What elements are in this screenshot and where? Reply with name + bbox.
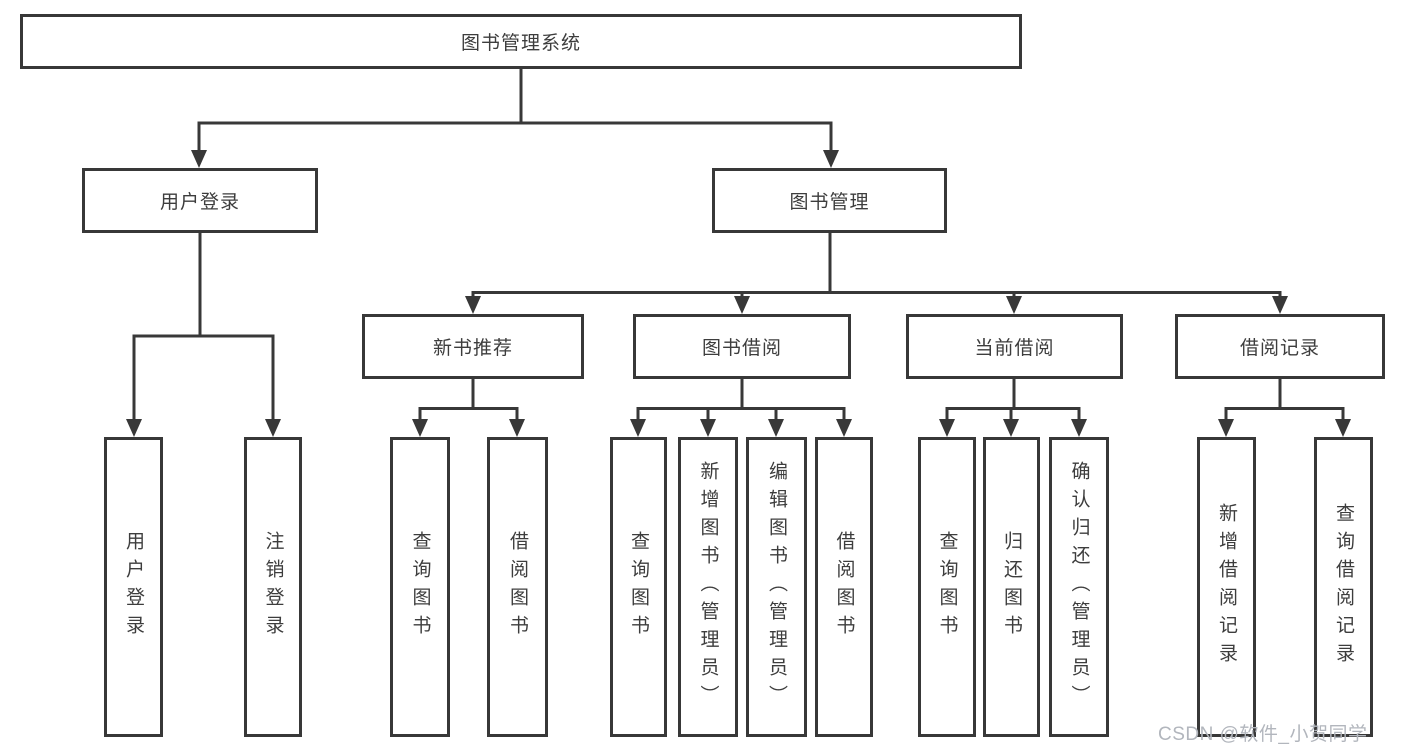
arrow-down-icon	[1218, 419, 1351, 437]
node-label: 确认归还（管理员）	[1068, 461, 1090, 713]
arrow-down-icon	[191, 150, 839, 168]
node-logout: 注销登录	[244, 437, 302, 737]
arrow-down-icon	[630, 419, 852, 437]
node-label: 用户登录	[159, 192, 240, 213]
connector-user-login-children	[126, 233, 281, 437]
node-borrow-records: 借阅记录	[1175, 314, 1385, 379]
node-label: 新书推荐	[432, 338, 513, 359]
node-nb-query-books: 查询图书	[390, 437, 450, 737]
node-label: 当前借阅	[974, 338, 1055, 359]
node-cb-confirm-return: 确认归还（管理员）	[1049, 437, 1109, 737]
arrow-down-icon	[939, 419, 1087, 437]
node-br-query-record: 查询借阅记录	[1314, 437, 1373, 737]
watermark: CSDN @软件_小贺同学	[1158, 724, 1368, 745]
node-book-mgmt: 图书管理	[712, 168, 947, 233]
node-nb-borrow-books: 借阅图书	[487, 437, 548, 737]
node-label: 查询图书	[936, 531, 958, 643]
node-label: 编辑图书（管理员）	[766, 461, 787, 713]
connector-book-borrow-children	[630, 379, 852, 437]
node-label: 图书管理	[789, 192, 870, 213]
arrow-down-icon	[412, 419, 525, 437]
node-bb-edit-books: 编辑图书（管理员）	[746, 437, 807, 737]
connector-line	[945, 379, 1081, 419]
node-label: 用户登录	[123, 531, 144, 643]
connector-root-to-level2	[191, 69, 839, 168]
connector-book-mgmt-to-level3	[465, 233, 1288, 314]
connector-line	[471, 233, 1282, 296]
connector-line	[418, 379, 519, 419]
node-label: 查询借阅记录	[1333, 503, 1354, 671]
node-label: 借阅图书	[507, 531, 528, 643]
connector-line	[197, 69, 833, 150]
node-login: 用户登录	[104, 437, 163, 737]
connector-line	[1224, 379, 1345, 419]
node-label: 查询图书	[409, 531, 431, 643]
node-label: 新增借阅记录	[1216, 503, 1237, 671]
node-user-login: 用户登录	[82, 168, 318, 233]
node-label: 归还图书	[1001, 531, 1022, 643]
connector-current-borrow-children	[939, 379, 1087, 437]
node-label: 图书管理系统	[460, 33, 581, 54]
connector-new-books-children	[412, 379, 525, 437]
arrow-down-icon	[465, 296, 1288, 314]
node-br-add-record: 新增借阅记录	[1197, 437, 1256, 737]
connector-line	[132, 233, 275, 419]
node-label: 图书借阅	[701, 338, 782, 359]
node-new-books: 新书推荐	[362, 314, 584, 379]
connector-line	[636, 379, 846, 419]
node-label: 新增图书（管理员）	[697, 461, 719, 713]
node-current-borrow: 当前借阅	[906, 314, 1123, 379]
node-bb-borrow-books: 借阅图书	[815, 437, 873, 737]
arrow-down-icon	[126, 419, 281, 437]
node-bb-add-books: 新增图书（管理员）	[678, 437, 738, 737]
node-label: 注销登录	[262, 531, 284, 643]
connector-borrow-records-children	[1218, 379, 1351, 437]
node-root: 图书管理系统	[20, 14, 1022, 69]
node-label: 查询图书	[628, 531, 649, 643]
node-label: 借阅记录	[1239, 338, 1320, 359]
node-cb-query-books: 查询图书	[918, 437, 976, 737]
node-label: 借阅图书	[833, 531, 855, 643]
node-cb-return-books: 归还图书	[983, 437, 1040, 737]
node-book-borrow: 图书借阅	[633, 314, 851, 379]
node-bb-query-books: 查询图书	[610, 437, 667, 737]
